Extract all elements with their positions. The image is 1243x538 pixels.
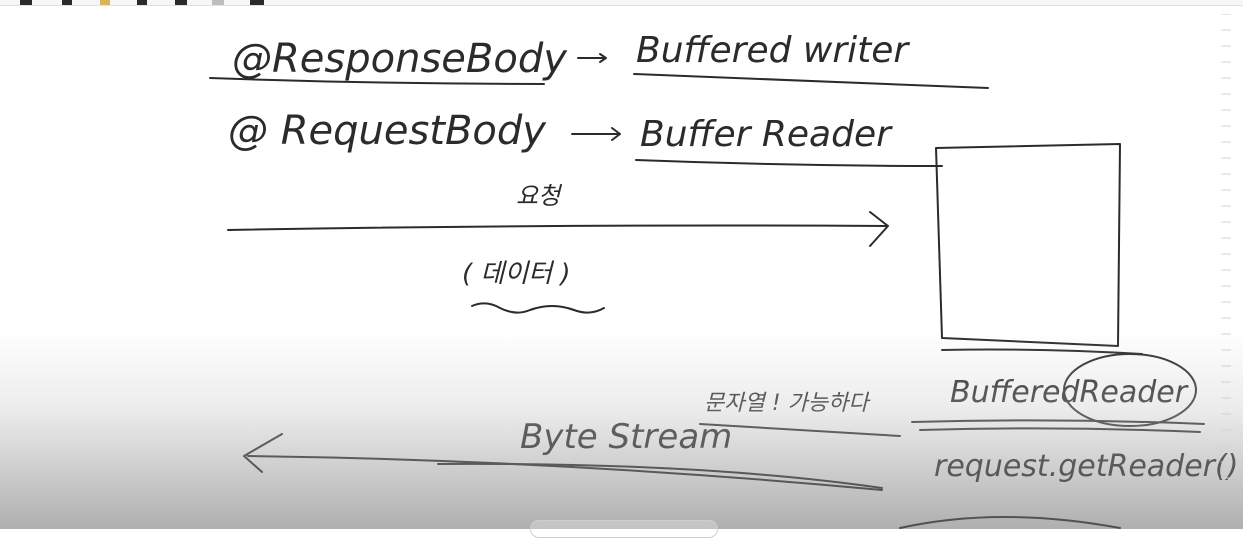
color-swatch-icon[interactable] <box>212 0 224 5</box>
arrow-1 <box>577 53 607 63</box>
scroll-ruler[interactable] <box>1221 14 1231 484</box>
whiteboard-canvas[interactable]: @ResponseBody Buffered writer @ RequestB… <box>0 6 1243 529</box>
bottom-handle[interactable] <box>530 520 718 538</box>
shape-tool-icon[interactable] <box>175 0 187 5</box>
underline-bufferreader <box>635 159 943 167</box>
underline-responsebody <box>209 77 545 85</box>
server-underline <box>941 348 1143 355</box>
requestbody-label: @ RequestBody <box>228 108 547 154</box>
server-box <box>935 143 1121 347</box>
responsebody-label: @ResponseBody <box>232 36 568 82</box>
arrow-2 <box>571 127 621 141</box>
underline-bufferedwriter <box>633 73 989 89</box>
wavy-underline <box>471 302 605 314</box>
getreader-label: request.getReader() <box>934 449 1238 484</box>
pen-tool-icon[interactable] <box>62 0 72 5</box>
bytestream-label: Byte Stream <box>520 417 732 457</box>
bufferreader-label: Buffer Reader <box>640 114 893 155</box>
highlighter-tool-icon[interactable] <box>100 0 110 5</box>
partial-circle <box>899 516 1121 529</box>
request-arrow <box>227 211 889 247</box>
eraser-tool-icon[interactable] <box>137 0 147 5</box>
chevron-down-icon[interactable] <box>250 0 264 5</box>
data-label: ( 데이터 ) <box>462 259 571 289</box>
bufferedwriter-label: Buffered writer <box>636 30 910 71</box>
pen-tool-icon[interactable] <box>20 0 32 5</box>
bufferedreader-label: BufferedReader <box>950 375 1189 410</box>
request-label: 요청 <box>516 182 563 210</box>
string-possible-label: 문자열 ! 가능하다 <box>704 391 871 416</box>
pen-toolbar <box>0 0 1243 6</box>
bufferedreader-underline <box>911 419 1205 433</box>
